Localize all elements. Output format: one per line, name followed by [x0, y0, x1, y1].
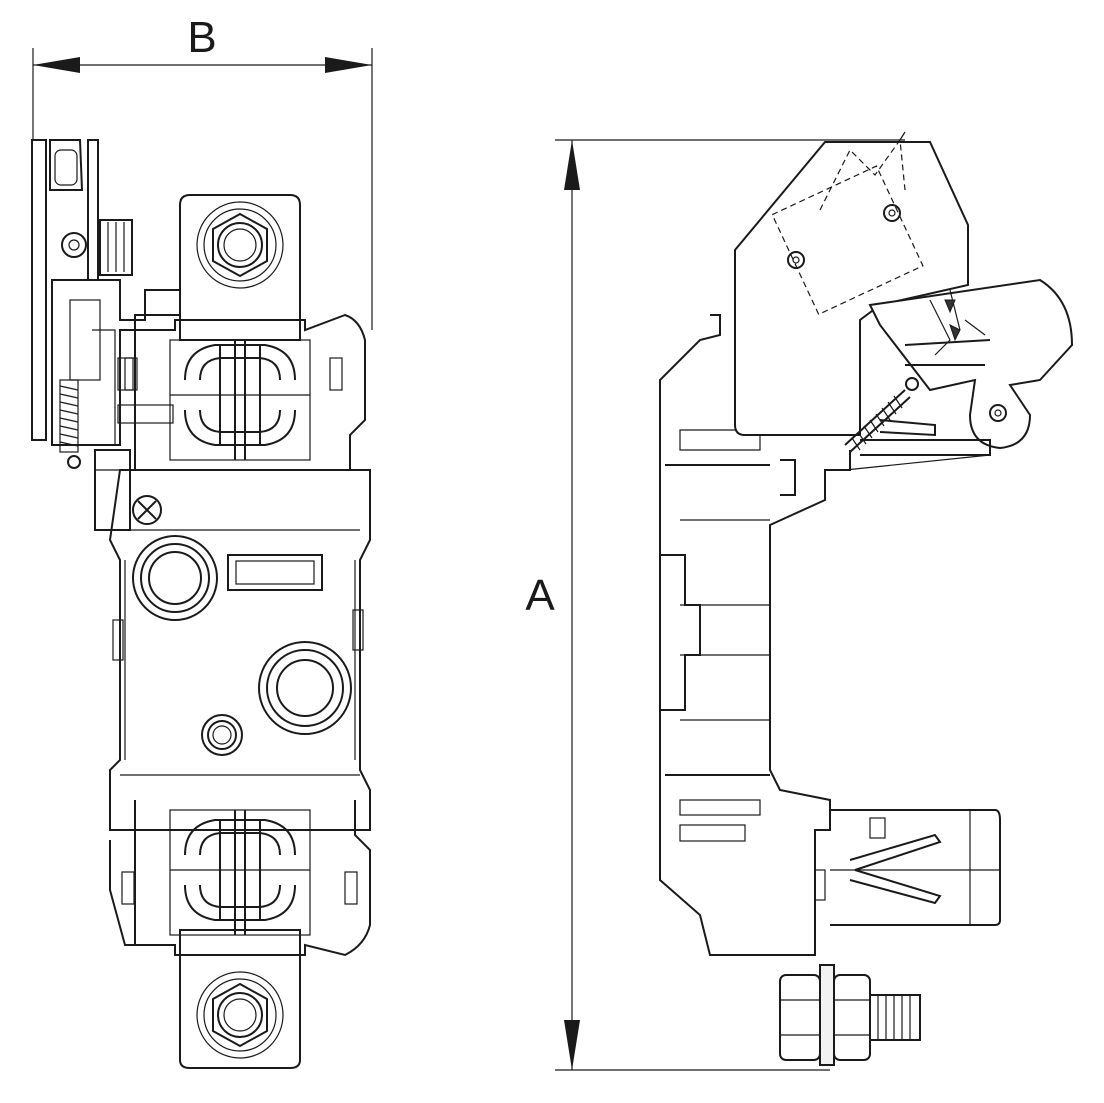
front-body-outline — [108, 469, 371, 831]
screw-head — [132, 495, 162, 525]
side-view — [659, 131, 1074, 1066]
arrowhead-top — [564, 140, 580, 190]
indicator-window — [227, 554, 323, 591]
switch-cover — [734, 141, 969, 436]
lower-clip-side — [814, 809, 1001, 926]
arrowhead-bottom — [564, 1020, 580, 1070]
side-body-outline — [659, 314, 851, 956]
micro-switch-assembly — [31, 139, 181, 531]
trigger-lever — [868, 278, 1074, 450]
coil-spring-left — [59, 379, 79, 453]
dimension-b: B — [32, 13, 373, 330]
clip-spring-top — [170, 340, 310, 460]
dimension-b-label: B — [187, 13, 216, 62]
front-body-holes — [132, 535, 352, 756]
arrowhead-left — [33, 57, 80, 73]
front-view — [31, 139, 371, 1069]
terminal-bolt — [779, 964, 921, 1066]
arrowhead-right — [325, 57, 372, 73]
clip-housing-top — [134, 313, 366, 470]
clip-spring-bottom — [170, 810, 310, 935]
dimension-a-label: A — [525, 571, 555, 620]
clip-housing-bottom — [134, 800, 371, 957]
dimension-a: A — [525, 139, 905, 1071]
